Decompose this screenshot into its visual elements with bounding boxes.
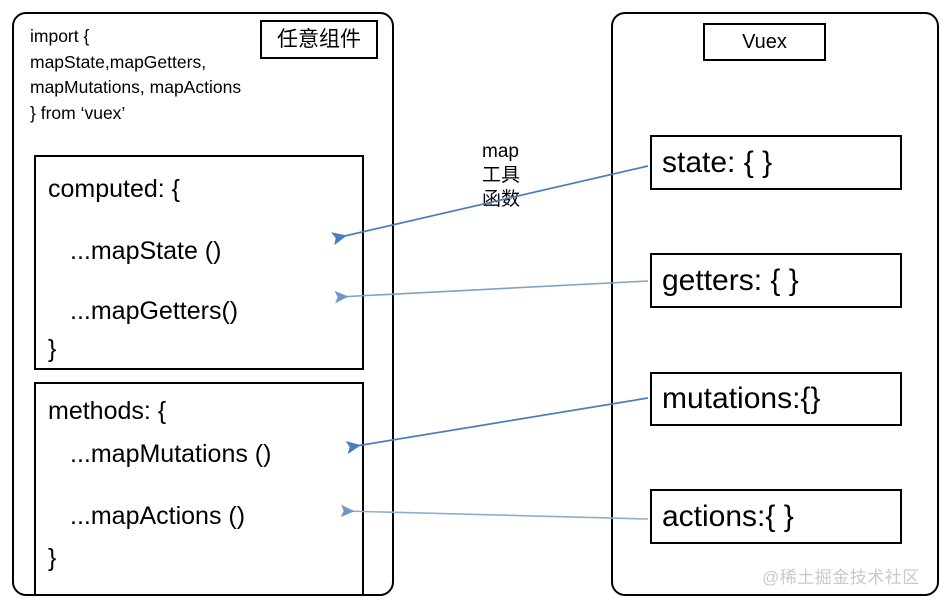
methods-line-open: methods: { [48,397,167,425]
component-panel-title: 任意组件 [260,20,378,59]
import-line-2: mapState,mapGetters, [30,51,207,72]
computed-line-open: computed: { [48,175,181,203]
import-code-block: import { mapState,mapGetters, mapMutatio… [30,24,260,127]
mutations-box: mutations:{} [650,372,902,426]
methods-line-mapactions: ...mapActions () [70,502,246,530]
state-box: state: { } [650,135,902,190]
vuex-panel-title: Vuex [703,23,826,61]
map-helper-label-line-3: 函数 [482,188,521,210]
computed-box: computed: { ...mapState () ...mapGetters… [34,155,364,370]
arrow-mutations-to-mapmutations [345,397,649,455]
map-helper-label-line-1: map [482,141,519,162]
computed-line-mapstate: ...mapState () [70,237,222,265]
import-line-3: mapMutations, mapActions [30,77,242,98]
import-line-4: } from ‘vuex’ [30,103,126,124]
computed-line-close: } [48,335,57,363]
getters-box: getters: { } [650,253,902,308]
methods-line-mapmutations: ...mapMutations () [70,440,272,468]
actions-box: actions:{ } [650,489,902,544]
methods-box: methods: { ...mapMutations () ...mapActi… [34,382,364,596]
watermark: @稀土掘金技术社区 [762,568,920,587]
map-helper-label-line-2: 工具 [482,164,521,186]
methods-line-close: } [48,544,57,572]
import-line-1: import { [30,26,90,46]
map-helper-label: map 工具 函数 [482,140,520,212]
computed-line-mapgetters: ...mapGetters() [70,297,239,325]
